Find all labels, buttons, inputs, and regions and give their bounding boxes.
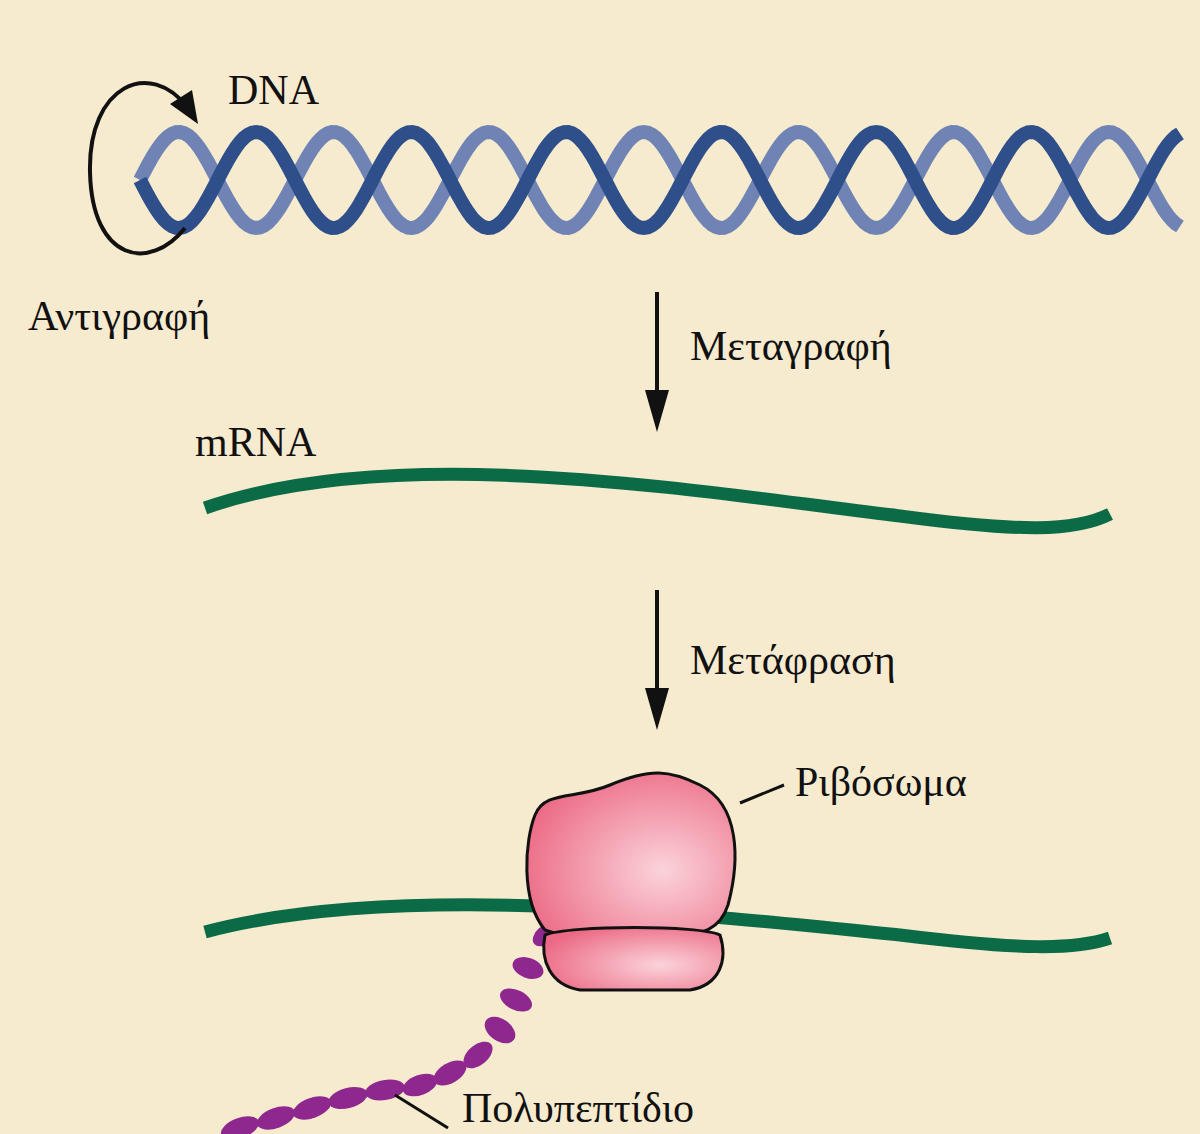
transcription-label: Μεταγραφή: [690, 322, 892, 370]
translation-label: Μετάφραση: [690, 636, 896, 684]
replication-arrow: [90, 83, 188, 253]
mrna-label: mRNA: [195, 418, 316, 466]
polypeptide-label: Πολυπεπτίδιο: [462, 1084, 694, 1132]
amino-acid: [496, 984, 535, 1016]
amino-acid: [326, 1083, 370, 1113]
leader-line: [395, 1095, 448, 1128]
arrow-head: [645, 688, 669, 730]
amino-acid: [218, 1112, 262, 1134]
ribosome-small-subunit: [544, 928, 723, 991]
amino-acid: [254, 1102, 298, 1134]
amino-acid: [510, 953, 547, 983]
ribosome-large-subunit: [527, 773, 735, 935]
replication-label: Αντιγραφή: [28, 292, 210, 340]
amino-acid: [400, 1069, 441, 1100]
arrow-head: [645, 390, 669, 432]
translation-arrow: [655, 590, 659, 692]
leader-line: [740, 785, 784, 803]
arrow-head: [170, 90, 198, 124]
ribosome-label: Ριβόσωμα: [795, 758, 967, 806]
dna-helix: [140, 132, 1180, 228]
dna-strand: [140, 132, 1180, 228]
transcription-arrow: [655, 292, 659, 395]
mrna-strand: [205, 474, 1110, 527]
dna-strand: [140, 132, 1180, 228]
dna-label: DNA: [228, 66, 319, 114]
amino-acid: [290, 1092, 334, 1124]
